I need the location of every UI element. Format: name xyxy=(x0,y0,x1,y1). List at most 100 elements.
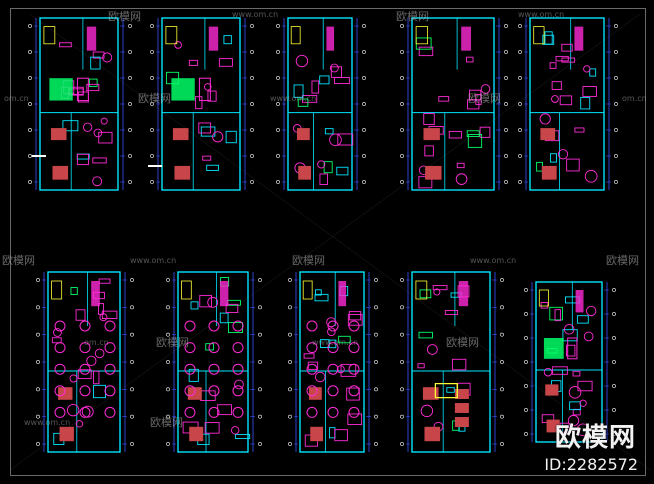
banquet-table xyxy=(208,385,220,397)
grid-marker xyxy=(276,128,280,132)
furniture-block xyxy=(559,422,570,433)
banquet-table xyxy=(208,342,220,354)
grid-marker xyxy=(250,128,254,132)
watermark-brand: 欧模网 xyxy=(150,416,183,429)
grid-marker xyxy=(258,305,262,310)
grid-marker xyxy=(250,24,254,28)
feature-block xyxy=(567,337,578,360)
furniture-block xyxy=(311,80,320,94)
grid-marker xyxy=(36,414,40,419)
furniture-block xyxy=(549,306,563,321)
grid-marker xyxy=(504,180,508,184)
grid-marker xyxy=(612,360,616,364)
furniture-block xyxy=(337,133,354,146)
furniture-block xyxy=(98,131,113,144)
grid-marker xyxy=(258,442,262,446)
grid-marker xyxy=(288,305,292,310)
grid-marker xyxy=(400,102,404,106)
banquet-table xyxy=(54,406,66,418)
furniture-block xyxy=(297,98,309,107)
grid-marker xyxy=(150,76,154,80)
grid-marker xyxy=(614,154,618,158)
banquet-table xyxy=(348,406,360,418)
brick-block xyxy=(541,165,557,180)
furniture-block xyxy=(466,130,480,138)
furniture-fill xyxy=(574,26,584,51)
furniture-block xyxy=(223,35,232,45)
furniture-block xyxy=(234,433,251,439)
furniture-block xyxy=(467,134,483,148)
round-table xyxy=(567,414,580,427)
furniture-block xyxy=(479,126,491,138)
round-table xyxy=(420,404,434,418)
grid-marker xyxy=(524,336,528,340)
grid-marker xyxy=(524,288,528,292)
watermark-brand: 欧模网 xyxy=(396,10,429,23)
round-table xyxy=(551,95,559,103)
furniture-block xyxy=(51,337,62,344)
furniture-fill xyxy=(461,26,472,51)
furniture-fill xyxy=(220,281,229,307)
grid-marker xyxy=(612,408,616,412)
grid-marker xyxy=(28,50,32,54)
banquet-table xyxy=(79,320,91,332)
grid-marker xyxy=(614,102,618,106)
grid-marker xyxy=(130,305,134,310)
furniture-block xyxy=(51,280,63,300)
furniture-block xyxy=(533,26,545,45)
watermark-url: www.om.cn xyxy=(312,338,359,347)
round-table xyxy=(94,348,105,359)
banquet-table xyxy=(184,320,196,332)
furniture-block xyxy=(424,145,434,157)
furniture-block xyxy=(566,344,576,357)
grid-marker xyxy=(400,154,404,158)
grid-marker xyxy=(276,180,280,184)
grid-marker xyxy=(614,50,618,54)
round-table xyxy=(539,113,551,125)
furniture-block xyxy=(218,58,233,67)
watermark-url: om.cn xyxy=(84,338,109,347)
furniture-block xyxy=(206,164,219,171)
round-table xyxy=(83,122,93,132)
furniture-block xyxy=(340,363,357,377)
grid-marker xyxy=(166,414,170,419)
round-table xyxy=(102,52,113,63)
round-table xyxy=(336,365,345,374)
brick-block xyxy=(58,387,73,400)
plan-outline xyxy=(529,17,605,191)
furniture-block xyxy=(334,429,348,442)
banquet-table xyxy=(306,363,318,375)
grid-marker xyxy=(504,128,508,132)
banquet-table xyxy=(54,342,66,354)
furniture-block xyxy=(466,56,474,63)
round-table xyxy=(329,63,339,73)
furniture-block xyxy=(207,90,217,102)
furniture-block xyxy=(448,130,462,139)
feature-block xyxy=(171,78,195,101)
plan-outline xyxy=(535,281,603,443)
furniture-block xyxy=(190,301,199,310)
furniture-block xyxy=(419,289,432,299)
grid-marker xyxy=(28,102,32,106)
watermark-url: www.om.cn xyxy=(232,10,279,19)
round-table xyxy=(568,386,582,399)
banquet-table xyxy=(184,385,196,397)
grid-marker xyxy=(400,305,404,310)
grid-marker xyxy=(612,336,616,340)
grid-marker xyxy=(614,180,618,184)
grid-marker xyxy=(504,76,508,80)
furniture-block xyxy=(561,43,573,52)
grid-marker xyxy=(130,442,134,446)
furniture-block xyxy=(324,128,334,135)
round-table xyxy=(174,41,182,49)
furniture-block xyxy=(315,289,322,296)
banquet-table xyxy=(54,320,66,332)
watermark-url: www.om.cn xyxy=(130,256,177,265)
furniture-block xyxy=(76,153,89,166)
grid-marker xyxy=(258,387,262,392)
furniture-block xyxy=(90,56,101,70)
watermark-brand: 欧模网 xyxy=(138,92,171,105)
grid-marker xyxy=(128,154,132,158)
grid-marker xyxy=(276,24,280,28)
furniture-block xyxy=(446,387,455,393)
